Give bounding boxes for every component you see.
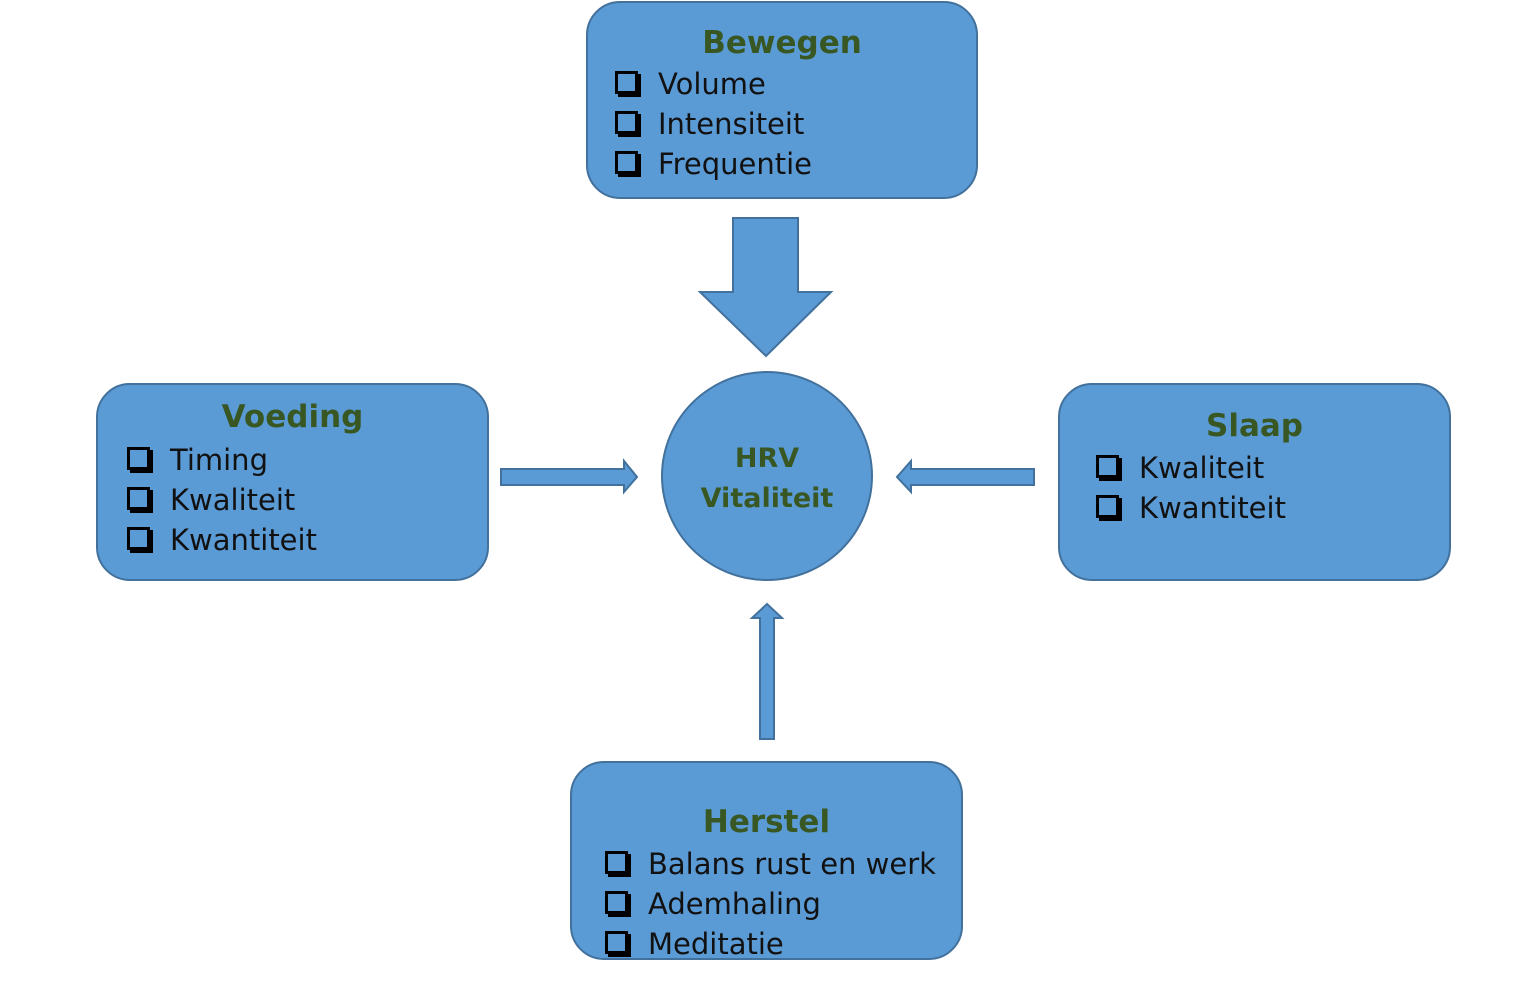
- center-label-vitaliteit: Vitaliteit: [700, 483, 834, 514]
- checkbox-icon: [1096, 494, 1119, 518]
- checkbox-icon: [605, 850, 628, 874]
- checkbox-icon: [127, 526, 150, 550]
- checkbox-icon: [1096, 454, 1119, 478]
- herstel-item: Balans rust en werk: [605, 844, 936, 884]
- hrv-center-circle: HRV Vitaliteit: [661, 371, 873, 581]
- checkbox-icon: [615, 70, 638, 94]
- herstel-item-label: Balans rust en werk: [648, 847, 936, 881]
- herstel-item-label: Meditatie: [648, 927, 784, 961]
- voeding-item-label: Kwaliteit: [170, 483, 296, 517]
- bewegen-item-label: Volume: [658, 67, 766, 101]
- checkbox-icon: [615, 110, 638, 134]
- slaap-title: Slaap: [1206, 408, 1303, 444]
- herstel-box: Herstel Balans rust en werk Ademhaling M…: [570, 761, 963, 961]
- bewegen-title: Bewegen: [702, 25, 862, 61]
- slaap-box: Slaap Kwaliteit Kwantiteit: [1058, 383, 1451, 581]
- slaap-item-label: Kwantiteit: [1139, 491, 1286, 525]
- checkbox-icon: [127, 446, 150, 470]
- voeding-item-label: Kwantiteit: [170, 523, 317, 557]
- voeding-box: Voeding Timing Kwaliteit Kwantiteit: [96, 383, 489, 581]
- voeding-title: Voeding: [221, 399, 364, 435]
- checkbox-icon: [615, 150, 638, 174]
- slaap-item: Kwaliteit: [1096, 448, 1264, 488]
- bewegen-item: Intensiteit: [615, 104, 804, 144]
- bewegen-item: Volume: [615, 64, 766, 104]
- arrow-up-icon: [749, 602, 785, 740]
- bewegen-item-label: Intensiteit: [658, 107, 805, 141]
- checkbox-icon: [605, 890, 628, 914]
- bewegen-item: Frequentie: [615, 144, 812, 184]
- voeding-item: Kwantiteit: [127, 520, 317, 560]
- herstel-item-label: Ademhaling: [648, 887, 821, 921]
- voeding-item: Timing: [127, 440, 268, 480]
- checkbox-icon: [605, 930, 628, 954]
- arrow-down-icon: [697, 217, 834, 358]
- slaap-item: Kwantiteit: [1096, 488, 1286, 528]
- herstel-item: Ademhaling: [605, 884, 821, 924]
- center-label-hrv: HRV: [734, 443, 800, 474]
- arrow-left-icon: [895, 458, 1035, 495]
- bewegen-item-label: Frequentie: [658, 147, 812, 181]
- voeding-item-label: Timing: [170, 443, 268, 477]
- checkbox-icon: [127, 486, 150, 510]
- slaap-item-label: Kwaliteit: [1139, 451, 1265, 485]
- herstel-item: Meditatie: [605, 924, 784, 964]
- herstel-title: Herstel: [702, 804, 831, 840]
- bewegen-box: Bewegen Volume Intensiteit Frequentie: [586, 1, 978, 199]
- arrow-right-icon: [500, 458, 639, 495]
- voeding-item: Kwaliteit: [127, 480, 295, 520]
